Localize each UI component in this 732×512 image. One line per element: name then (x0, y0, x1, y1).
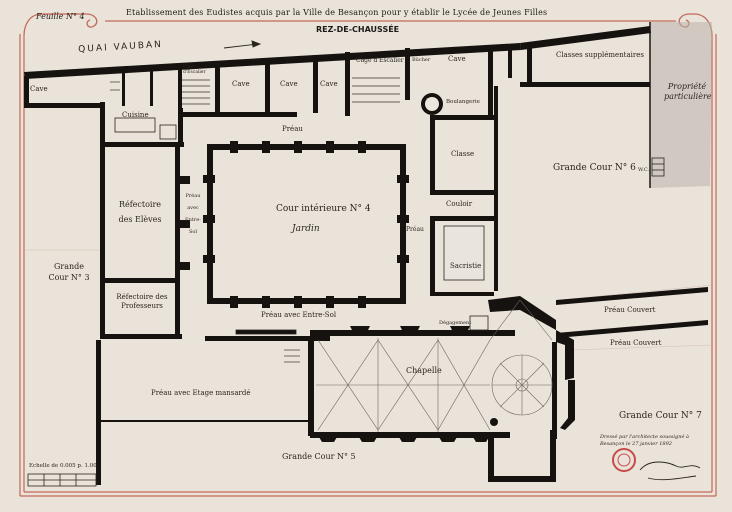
chapel-vaults (316, 299, 553, 432)
room-boulangerie: Boulangerie (446, 99, 480, 105)
plan-subtitle: REZ-DE-CHAUSSÉE (316, 25, 400, 34)
room-refectoire-eleves: Réfectoire des Elèves (118, 200, 162, 225)
room-preau-entresol-bottom: Préau avec Entre-Sol (261, 311, 337, 319)
walls (24, 26, 708, 485)
room-degagement: Dégagement (439, 320, 472, 326)
room-classe: Classe (451, 150, 475, 158)
chapel-buttresses (316, 326, 498, 442)
street-arrow (223, 40, 262, 49)
room-grande-cour-6: Grande Cour N° 6 (553, 163, 636, 173)
sheet-border (19, 20, 717, 497)
room-bucher: Bûcher (412, 57, 431, 63)
room-cage-escalier-1: Cage d'Escalier (183, 65, 206, 75)
propriete-area (650, 22, 712, 188)
room-preau-entresol-left: Préau avec Entre-Sol (185, 193, 201, 235)
room-cave-4: Cave (320, 80, 338, 88)
room-cave-2: Cave (232, 80, 250, 88)
fixtures (114, 117, 665, 335)
sheet-number: Feuille N° 4 (36, 12, 85, 21)
room-preau-mansarde: Préau avec Etage mansardé (151, 389, 251, 397)
room-cave-1: Cave (30, 85, 48, 93)
room-couloir: Couloir (446, 200, 473, 208)
room-preau-top: Préau (282, 125, 303, 133)
scale-label: Echelle de 0.005 p. 1.00 (29, 463, 97, 469)
room-preau-couvert-2: Préau Couvert (610, 339, 662, 347)
pillars (180, 141, 409, 308)
staircases (110, 77, 400, 363)
room-chapelle: Chapelle (406, 366, 442, 375)
room-wc: W.C. (638, 167, 650, 173)
room-four: Four (426, 98, 438, 104)
room-preau-couvert-1: Préau Couvert (604, 306, 656, 314)
red-stamp-icon (612, 448, 636, 472)
scale-bar (27, 473, 97, 487)
signature-flourish-icon (639, 461, 701, 481)
room-grande-cour-3: Grande Cour N° 3 (48, 262, 90, 283)
room-classes-supp: Classes supplémentaires (556, 51, 644, 59)
plan-title: Etablissement des Eudistes acquis par la… (126, 8, 548, 17)
room-jardin: Jardin (292, 224, 320, 234)
room-grande-cour-5: Grande Cour N° 5 (282, 452, 356, 461)
room-cage-escalier-2: Cage d'Escalier (356, 57, 404, 64)
room-cave-5: Cave (448, 55, 466, 63)
room-grande-cour-7: Grande Cour N° 7 (619, 411, 702, 421)
room-cave-3: Cave (280, 80, 298, 88)
room-cour-interieure: Cour intérieure N° 4 (276, 204, 371, 214)
room-refectoire-prof: Réfectoire des Professeurs (116, 293, 168, 311)
room-preau-right: Préau (406, 226, 424, 233)
room-sacristie: Sacristie (450, 262, 482, 270)
signature-note: Dressé par l'architecte soussigné à Besa… (600, 434, 689, 447)
room-propriete: Propriété particulière (664, 82, 712, 101)
room-cuisine: Cuisine (122, 111, 149, 119)
